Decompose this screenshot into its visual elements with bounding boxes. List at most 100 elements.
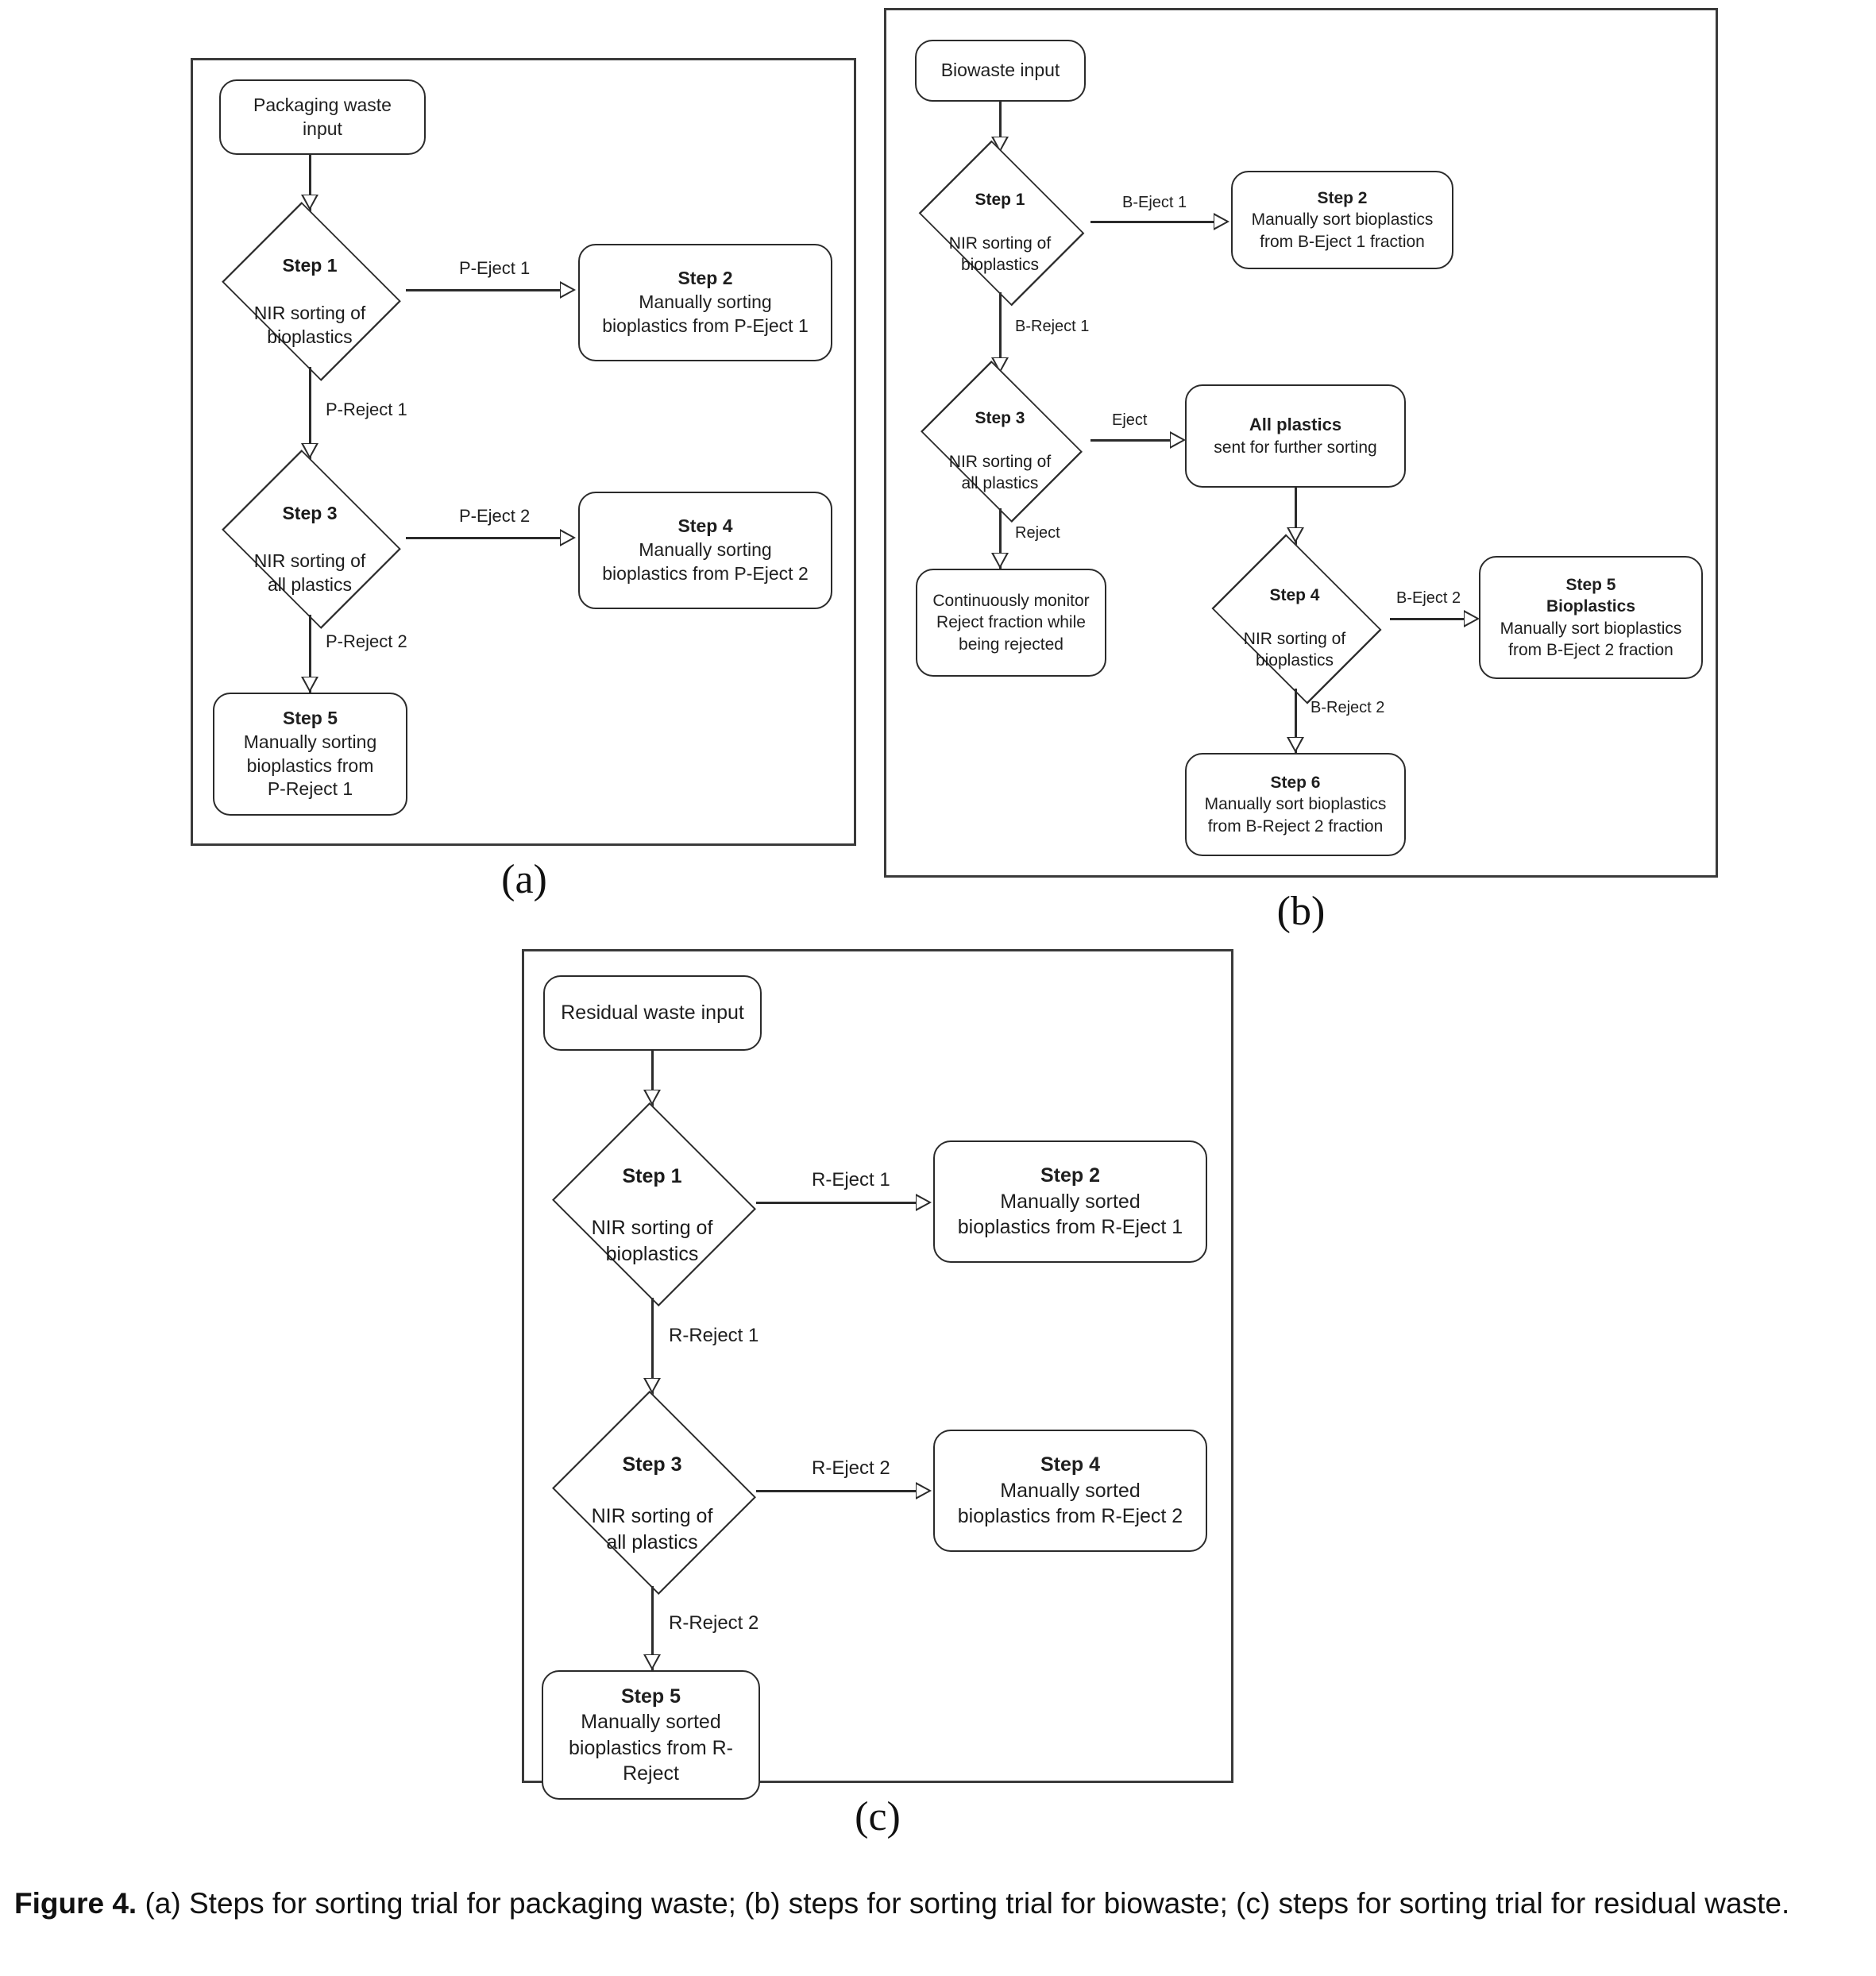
node-b-step4: Step 4 NIR sorting of bioplastics (1199, 533, 1390, 704)
edge-label-b-reject: Reject (1015, 524, 1060, 542)
node-b-step3-title: Step 3 (975, 409, 1025, 428)
arrowhead-a-step3-step5 (301, 677, 318, 693)
node-a-step1: Step 1 NIR sorting of bioplastics (214, 202, 406, 381)
node-c-step5-title: Step 5 (620, 1685, 681, 1708)
figure-caption: Figure 4. (a) Steps for sorting trial fo… (14, 1882, 1857, 1925)
node-c-step4-body: Manually sorted bioplastics from R-Eject… (957, 1479, 1183, 1528)
node-b-step2: Step 2 Manually sort bioplastics from B-… (1231, 171, 1453, 269)
edge-label-a-p-reject-1: P-Reject 1 (326, 399, 407, 419)
node-c-step5: Step 5 Manually sorted bioplastics from … (542, 1670, 760, 1800)
edge-b-step3-to-allplastics (1090, 439, 1182, 442)
node-b-step6-title: Step 6 (1270, 774, 1321, 793)
node-c-step3-title: Step 3 (622, 1453, 682, 1476)
node-b-step4-body: NIR sorting of bioplastics (1243, 629, 1346, 670)
edge-b-step4-to-step5 (1390, 618, 1477, 620)
edge-b-allplastics-to-step4 (1295, 488, 1297, 545)
node-a-input: Packaging waste input (219, 79, 426, 155)
node-a-step2-body: Manually sorting bioplastics from P-Ejec… (602, 291, 809, 336)
node-c-input: Residual waste input (543, 975, 762, 1051)
arrowhead-a-step3-step4 (560, 529, 576, 546)
edge-b-step4-to-step6 (1295, 689, 1297, 755)
node-c-step2-title: Step 2 (1040, 1164, 1101, 1187)
node-a-step3-title: Step 3 (282, 503, 338, 524)
node-a-step1-body: NIR sorting of bioplastics (253, 302, 366, 347)
node-b-step2-body: Manually sort bioplastics from B-Eject 1… (1251, 210, 1434, 251)
node-a-step3-body: NIR sorting of all plastics (253, 550, 366, 595)
node-b-step5-title: Step 5 (1565, 575, 1616, 594)
edge-c-step1-to-step3 (651, 1298, 654, 1398)
panel-caption-c: (c) (855, 1794, 901, 1839)
figure-label: Figure 4. (14, 1887, 137, 1920)
node-b-all-plastics: All plastics sent for further sorting (1185, 384, 1406, 488)
edge-a-input-to-step1 (309, 155, 311, 212)
node-a-step2-title: Step 2 (677, 268, 733, 289)
arrowhead-b-step1-step2 (1214, 213, 1229, 230)
arrowhead-a-step1-step2 (560, 281, 576, 299)
edge-a-step3-to-step4 (406, 537, 573, 539)
node-b-step6: Step 6 Manually sort bioplastics from B-… (1185, 753, 1406, 856)
node-a-step5: Step 5 Manually sorting bioplastics from… (213, 693, 407, 816)
arrowhead-b-step3-allplastics (1170, 431, 1186, 449)
node-b-input-label: Biowaste input (940, 60, 1060, 81)
edge-label-b-eject: Eject (1112, 411, 1148, 429)
edge-a-step1-to-step2 (406, 289, 573, 291)
edge-label-c-r-eject-2: R-Eject 2 (812, 1457, 890, 1479)
node-b-all-plastics-title: All plastics (1249, 415, 1342, 435)
node-c-step4: Step 4 Manually sorted bioplastics from … (933, 1430, 1207, 1552)
edge-b-step1-to-step3 (999, 292, 1002, 373)
edge-c-step3-to-step4 (756, 1490, 929, 1492)
edge-c-input-to-step1 (651, 1051, 654, 1108)
edge-a-step1-to-step3 (309, 367, 311, 461)
arrowhead-c-step3-step4 (916, 1482, 932, 1499)
edge-b-step1-to-step2 (1090, 221, 1227, 223)
arrowhead-b-step4-step6 (1287, 737, 1304, 753)
node-b-step1-body: NIR sorting of bioplastics (948, 233, 1052, 274)
node-c-input-label: Residual waste input (561, 1002, 744, 1025)
node-a-step3: Step 3 NIR sorting of all plastics (214, 450, 406, 629)
node-a-step5-title: Step 5 (282, 707, 338, 728)
node-a-step2: Step 2 Manually sorting bioplastics from… (578, 244, 832, 361)
node-b-all-plastics-body: sent for further sorting (1214, 438, 1377, 457)
panel-caption-b: (b) (1276, 889, 1326, 934)
node-c-step2-body: Manually sorted bioplastics from R-Eject… (957, 1190, 1183, 1239)
edge-c-step3-to-step5 (651, 1586, 654, 1673)
node-c-step3-body: NIR sorting of all plastics (591, 1505, 713, 1553)
node-c-step4-title: Step 4 (1040, 1453, 1101, 1476)
node-c-step3: Step 3 NIR sorting of all plastics (548, 1390, 756, 1595)
node-b-step2-title: Step 2 (1317, 189, 1368, 208)
arrowhead-c-step1-step3 (643, 1378, 661, 1394)
edge-label-c-r-reject-2: R-Reject 2 (669, 1612, 759, 1634)
edge-label-c-r-eject-1: R-Eject 1 (812, 1169, 890, 1191)
node-b-step5-body: Manually sort bioplastics from B-Eject 2… (1500, 619, 1682, 659)
arrowhead-c-step1-step2 (916, 1194, 932, 1211)
edge-label-b-b-reject-2: B-Reject 2 (1310, 699, 1385, 716)
edge-a-step3-to-step5 (309, 615, 311, 694)
node-b-monitor: Continuously monitor Reject fraction whi… (916, 569, 1106, 677)
figure-caption-text: (a) Steps for sorting trial for packagin… (145, 1887, 1790, 1920)
node-a-step4-body: Manually sorting bioplastics from P-Ejec… (602, 539, 809, 584)
node-b-input: Biowaste input (915, 40, 1086, 102)
panel-c-frame (522, 949, 1233, 1783)
node-c-step1-title: Step 1 (622, 1165, 682, 1188)
arrowhead-c-input-step1 (643, 1090, 661, 1106)
node-b-monitor-body: Continuously monitor Reject fraction whi… (932, 592, 1090, 654)
arrowhead-c-step3-step5 (643, 1654, 661, 1670)
edge-b-step3-to-monitor (999, 508, 1002, 570)
node-b-step5-subtitle: Bioplastics (1546, 597, 1636, 616)
node-c-step1-body: NIR sorting of bioplastics (591, 1217, 713, 1265)
node-a-step4: Step 4 Manually sorting bioplastics from… (578, 492, 832, 609)
node-c-step1: Step 1 NIR sorting of bioplastics (548, 1102, 756, 1306)
panel-caption-a: (a) (501, 857, 547, 902)
edge-label-b-b-reject-1: B-Reject 1 (1015, 318, 1090, 335)
edge-c-step1-to-step2 (756, 1202, 929, 1204)
node-a-step1-title: Step 1 (282, 255, 338, 276)
node-b-step4-title: Step 4 (1269, 586, 1320, 605)
node-b-step6-body: Manually sort bioplastics from B-Reject … (1204, 795, 1387, 836)
node-b-step1: Step 1 NIR sorting of bioplastics (909, 140, 1090, 307)
edge-label-b-b-eject-1: B-Eject 1 (1122, 194, 1187, 211)
node-c-step5-body: Manually sorted bioplastics from R- Reje… (569, 1711, 733, 1785)
node-a-input-label: Packaging waste input (253, 94, 392, 139)
edge-label-a-p-eject-1: P-Eject 1 (459, 258, 531, 278)
node-b-step1-title: Step 1 (975, 191, 1025, 210)
